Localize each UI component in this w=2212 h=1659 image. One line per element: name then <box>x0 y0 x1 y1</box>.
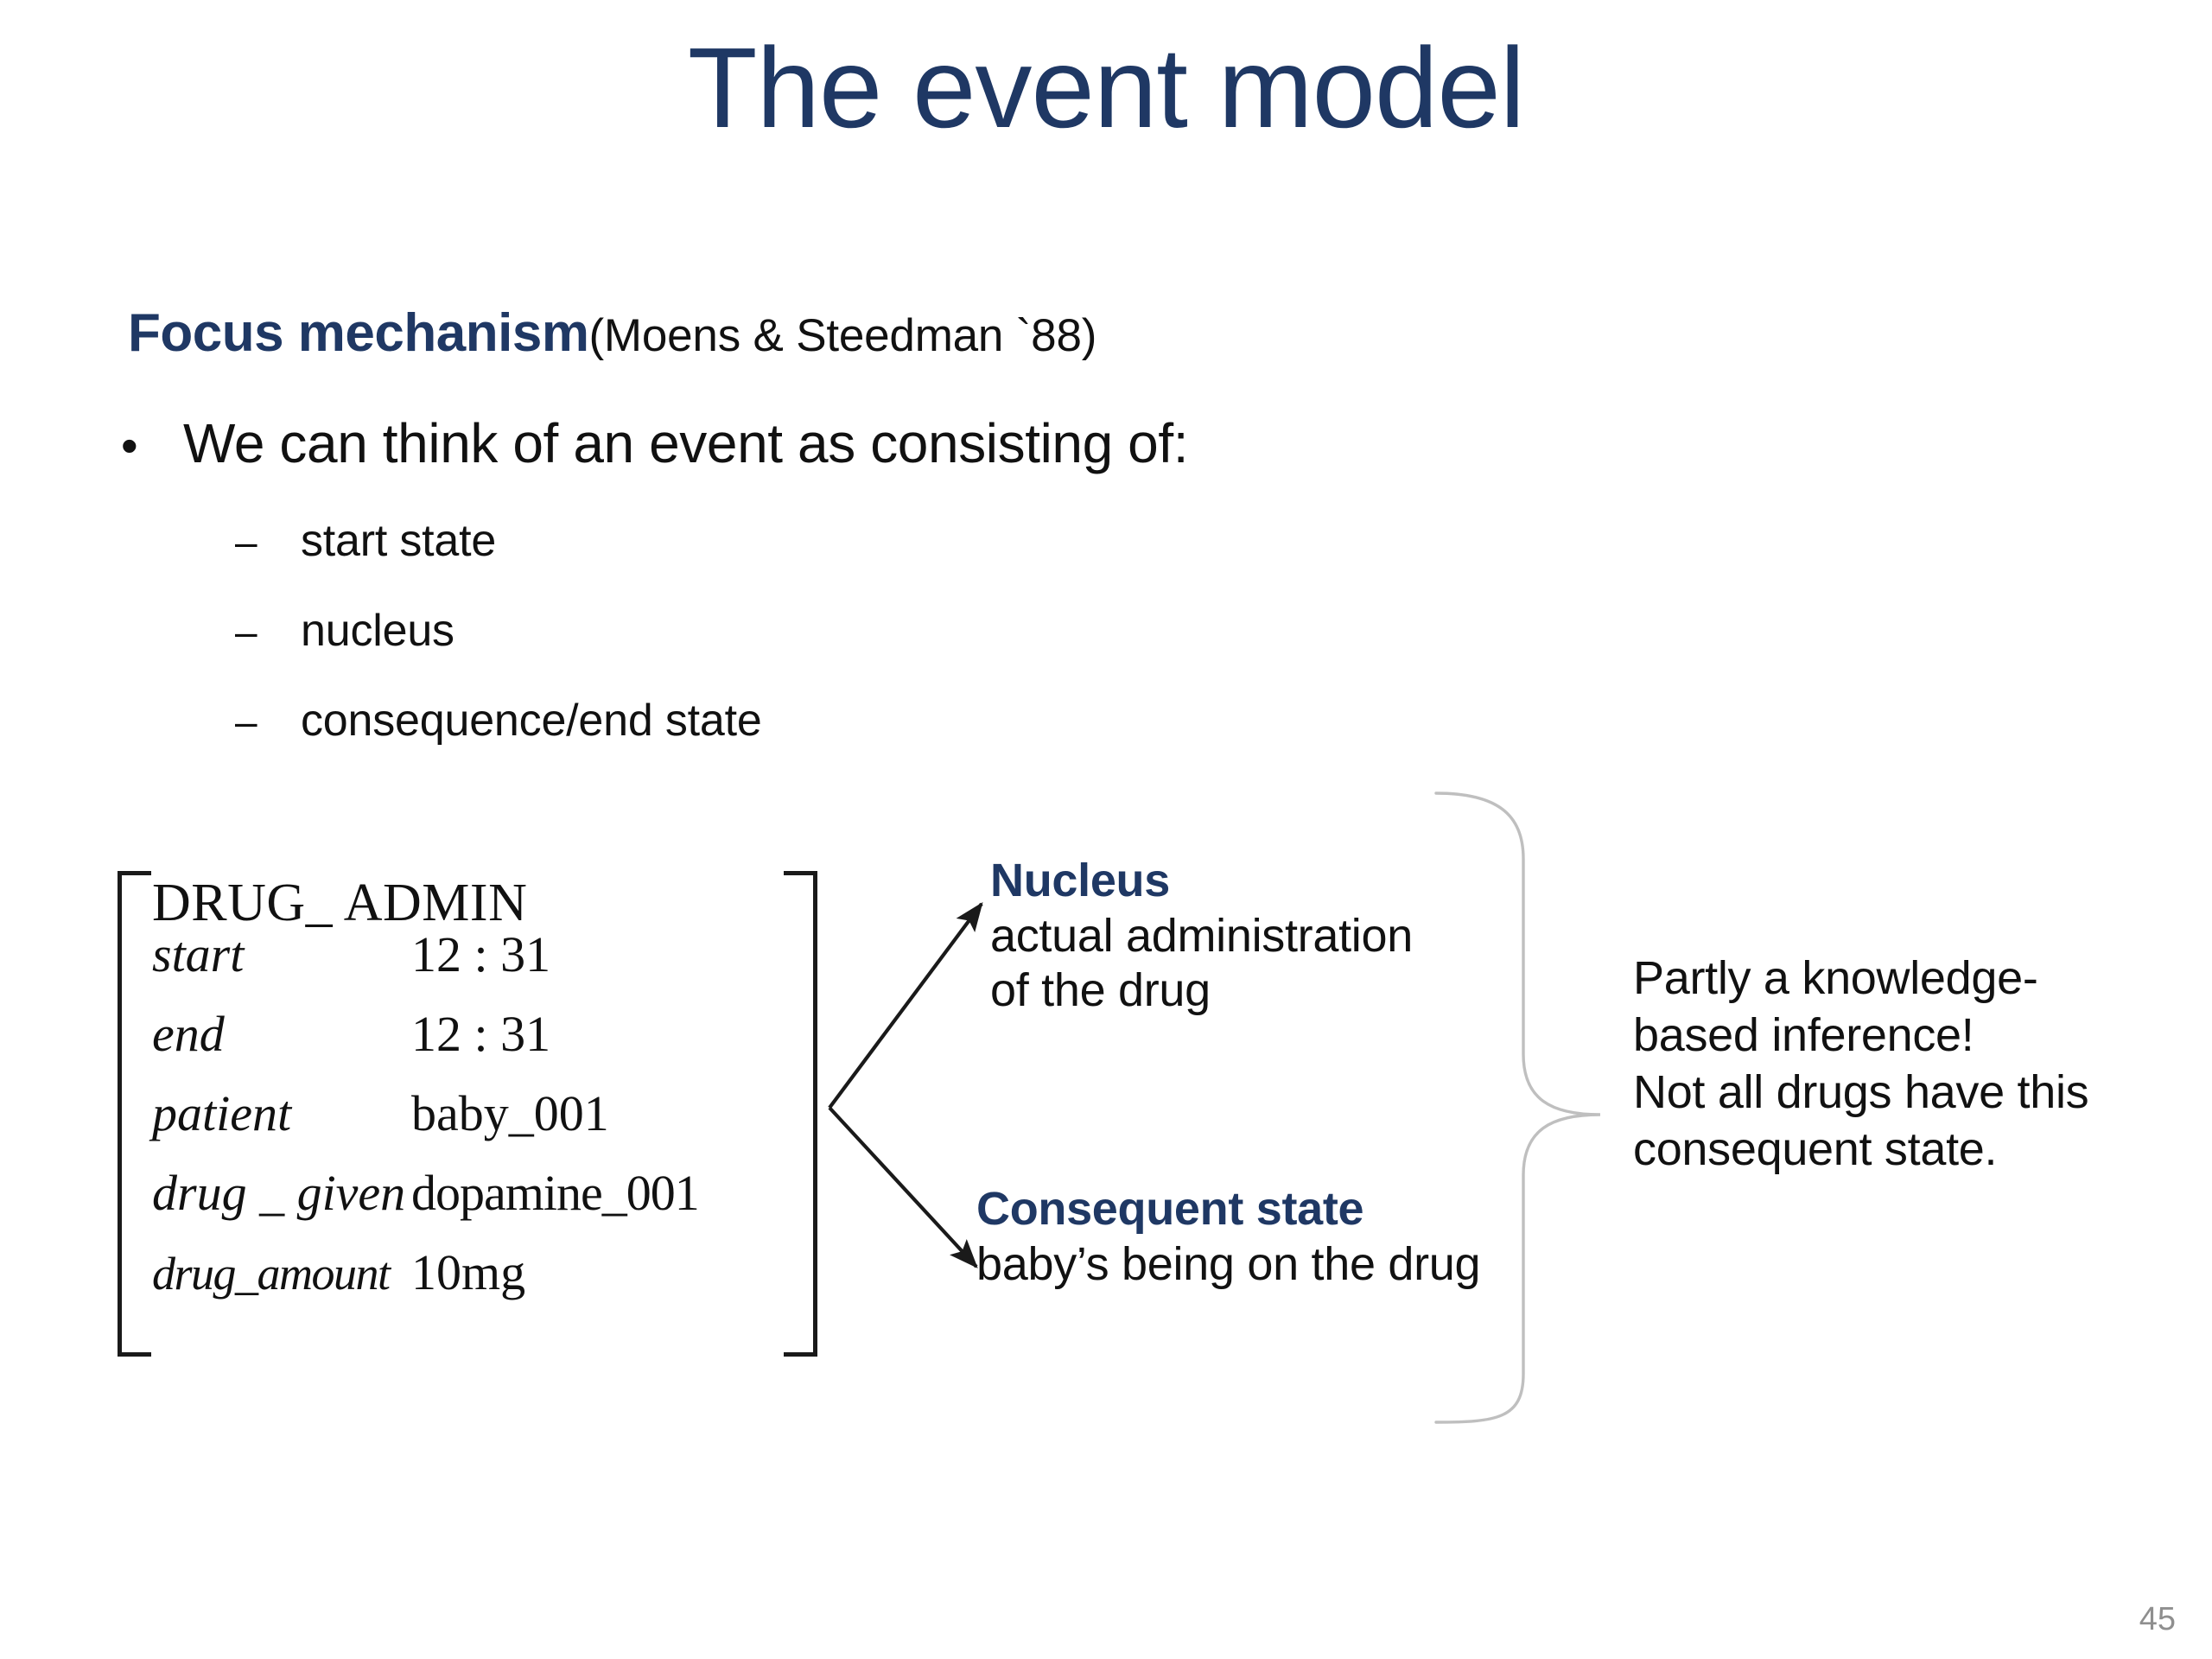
avm-value: 12 : 31 <box>411 926 551 982</box>
avm-row: drug _ given dopamine_001 <box>152 1168 774 1248</box>
list-item: – consequence/end state <box>235 698 762 788</box>
sub-item-label: consequence/end state <box>301 696 762 746</box>
avm-value: 12 : 31 <box>411 1006 551 1062</box>
avm-key: start <box>152 926 245 982</box>
curly-brace-icon <box>1434 791 1601 1424</box>
page-number: 45 <box>2139 1601 2176 1637</box>
note-line-3: Not all drugs have this <box>1633 1065 2089 1118</box>
avm-row: end 12 : 31 <box>152 1009 774 1089</box>
avm-value: baby_001 <box>411 1085 609 1141</box>
nucleus-line-1: actual administration <box>990 909 1413 962</box>
list-item: – nucleus <box>235 608 762 698</box>
avm-key: patient <box>152 1085 292 1141</box>
page-title: The event model <box>687 24 1525 151</box>
arrow-to-consequent-state <box>828 1106 978 1268</box>
focus-mechanism-citation: (Moens & Steedman `88) <box>588 310 1097 361</box>
branch-arrows <box>828 901 983 1268</box>
consequent-state-block: Consequent state baby’s being on the dru… <box>976 1182 1481 1292</box>
note-line-1: Partly a knowledge- <box>1633 952 2038 1004</box>
avm-key: drug_amount <box>152 1248 391 1300</box>
avm-right-bracket <box>784 871 817 1357</box>
nucleus-line-2: of the drug <box>990 964 1211 1017</box>
sub-item-label: start state <box>301 516 497 566</box>
bullet-main: • We can think of an event as consisting… <box>121 412 1189 474</box>
note-line-2: based inference! <box>1633 1008 1974 1061</box>
avm-value: dopamine_001 <box>411 1165 700 1221</box>
dash-marker-icon: – <box>235 609 257 654</box>
avm-content: DRUG_ ADMIN start 12 : 31 end 12 : 31 pa… <box>152 871 774 1327</box>
bullet-marker-icon: • <box>121 418 138 473</box>
avm-value: 10mg <box>411 1244 526 1300</box>
sub-item-label: nucleus <box>301 606 454 656</box>
nucleus-heading: Nucleus <box>990 855 1170 906</box>
inference-note: Partly a knowledge- based inference! Not… <box>1633 950 2186 1179</box>
avm-row: start 12 : 31 <box>152 930 774 1009</box>
avm-row: patient baby_001 <box>152 1089 774 1168</box>
bullet-sublist: – start state – nucleus – consequence/en… <box>235 518 762 788</box>
avm-key: end <box>152 1006 225 1062</box>
avm-type-label: DRUG_ ADMIN <box>152 874 528 932</box>
consequent-state-line-1: baby’s being on the drug <box>976 1237 1481 1290</box>
arrow-to-nucleus <box>828 901 983 1109</box>
dash-marker-icon: – <box>235 519 257 564</box>
nucleus-block: Nucleus actual administration of the dru… <box>990 854 1413 1019</box>
avm-row: drug_amount 10mg <box>152 1248 774 1327</box>
focus-mechanism-heading: Focus mechanism(Moens & Steedman `88) <box>128 303 1097 363</box>
consequent-state-heading: Consequent state <box>976 1183 1364 1235</box>
bullet-main-text: We can think of an event as consisting o… <box>183 412 1189 474</box>
dash-marker-icon: – <box>235 699 257 744</box>
avm-key: drug _ given <box>152 1165 406 1221</box>
focus-mechanism-label: Focus mechanism <box>128 303 589 363</box>
note-line-4: consequent state. <box>1633 1122 1998 1175</box>
avm-feature-structure: DRUG_ ADMIN start 12 : 31 end 12 : 31 pa… <box>118 871 817 1357</box>
avm-left-bracket <box>118 871 151 1357</box>
list-item: – start state <box>235 518 762 608</box>
